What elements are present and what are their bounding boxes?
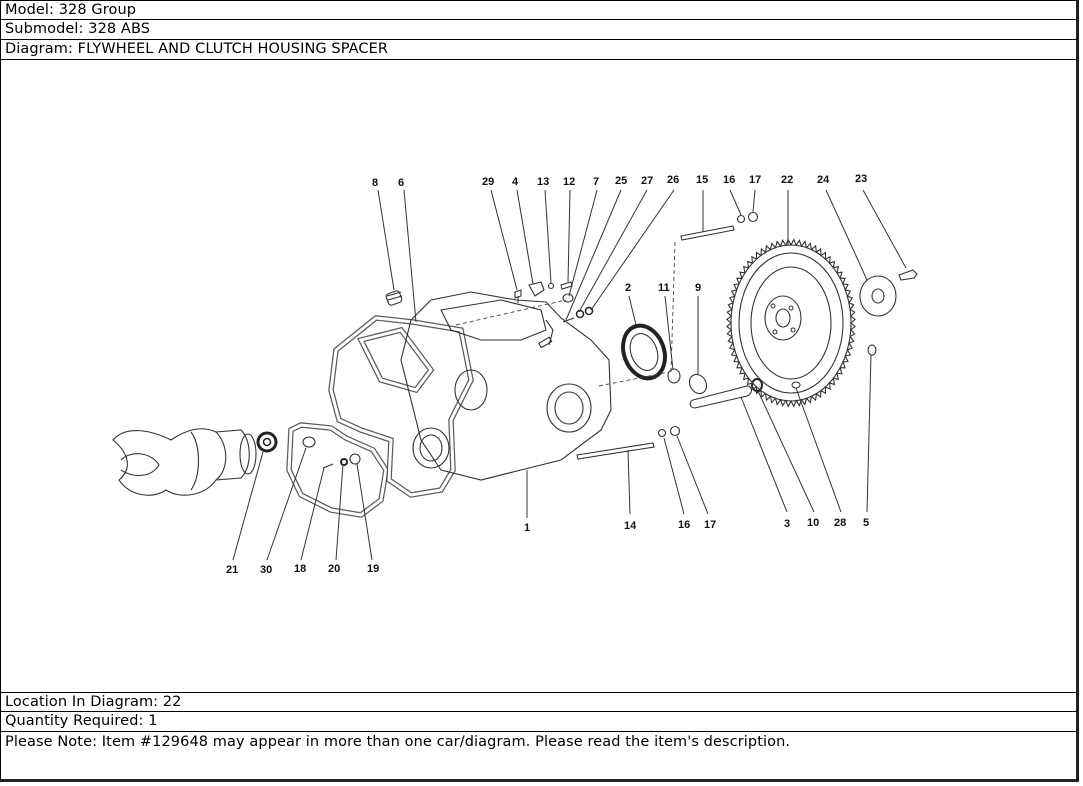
divider	[1, 19, 1078, 20]
callout-17-bottom: 17	[704, 519, 716, 531]
callout-29: 29	[482, 176, 494, 188]
callout-9: 9	[695, 282, 701, 294]
callout-13: 13	[537, 176, 549, 188]
divider	[1, 59, 1078, 60]
quantity-required: Quantity Required: 1	[5, 713, 158, 729]
callout-24: 24	[817, 174, 830, 186]
flywheel-ring-gear-drawing	[726, 238, 856, 408]
callout-4: 4	[512, 176, 519, 188]
divider	[1, 692, 1078, 693]
oil-seal-drawing	[621, 323, 681, 384]
ring-gear-teeth	[726, 238, 856, 408]
divider	[1, 711, 1078, 712]
callout-22: 22	[781, 174, 793, 186]
callout-12: 12	[563, 176, 575, 188]
cover-gasket-drawing	[286, 422, 389, 518]
callout-26: 26	[667, 174, 679, 186]
callout-leader-lines	[232, 189, 907, 561]
callout-3: 3	[784, 518, 790, 530]
callout-18: 18	[294, 563, 306, 575]
callout-8: 8	[372, 177, 378, 189]
exploded-parts-diagram: 8 6 29 4 13 12 7 25 27 26 15 16 17 22 24…	[1, 61, 1077, 691]
studs-drawing	[576, 211, 759, 460]
callout-6: 6	[398, 177, 404, 189]
location-in-diagram: Location In Diagram: 22	[5, 694, 182, 710]
crankshaft-drawing	[112, 428, 257, 496]
diagram-title: Diagram: FLYWHEEL AND CLUTCH HOUSING SPA…	[5, 41, 389, 57]
spacer-gasket-drawing	[328, 315, 474, 498]
alignment-lines	[455, 241, 676, 387]
callout-10: 10	[807, 517, 819, 529]
small-fasteners-drawing	[385, 281, 594, 323]
model-label: Model: 328 Group	[5, 2, 137, 18]
callout-labels: 8 6 29 4 13 12 7 25 27 26 15 16 17 22 24…	[226, 173, 869, 576]
divider	[1, 39, 1078, 40]
callout-14: 14	[624, 520, 637, 532]
callout-7: 7	[593, 176, 599, 188]
clutch-housing-spacer-drawing	[400, 291, 612, 481]
callout-28: 28	[834, 517, 846, 529]
divider	[1, 731, 1078, 732]
callout-25: 25	[615, 175, 627, 187]
dowel-and-rings-drawing	[688, 373, 763, 409]
callout-1: 1	[524, 522, 530, 534]
callout-16-bottom: 16	[678, 519, 690, 531]
callout-16: 16	[723, 174, 735, 186]
callout-15: 15	[696, 174, 708, 186]
submodel-label: Submodel: 328 ABS	[5, 21, 151, 37]
callout-30: 30	[260, 564, 272, 576]
pilot-bearing-drawing	[256, 431, 278, 453]
callout-27: 27	[641, 175, 653, 187]
callout-2: 2	[625, 282, 631, 294]
callout-21: 21	[226, 564, 238, 576]
callout-5: 5	[863, 517, 869, 529]
flywheel-plate-drawing	[859, 269, 918, 356]
callout-20: 20	[328, 563, 340, 575]
callout-23: 23	[855, 173, 867, 185]
item-note: Please Note: Item #129648 may appear in …	[5, 734, 791, 750]
callout-17: 17	[749, 174, 761, 186]
callout-11: 11	[658, 282, 670, 294]
callout-19: 19	[367, 563, 379, 575]
